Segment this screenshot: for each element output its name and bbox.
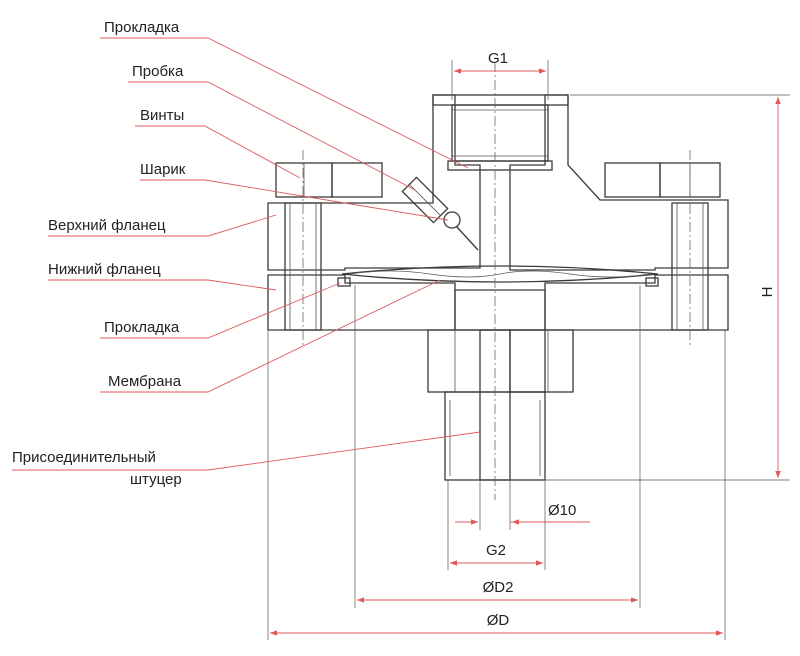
label-screws: Винты (140, 107, 184, 124)
leader-lines (12, 37, 481, 471)
top-port (432, 94, 569, 162)
fill-plug (401, 176, 479, 251)
label-fitting-line1: Присоединительный (12, 449, 156, 466)
label-membrane: Мембрана (108, 373, 182, 390)
bottom-gasket (337, 277, 659, 287)
center-axis (302, 62, 691, 500)
dim-g1: G1 (488, 50, 508, 67)
upper-flange (267, 94, 729, 271)
label-gasket-bottom: Прокладка (104, 319, 180, 336)
label-gasket-top: Прокладка (104, 19, 180, 36)
label-fitting-line2: штуцер (130, 471, 182, 488)
dim-h: H (759, 287, 776, 298)
label-lower-flange: Нижний фланец (48, 261, 161, 278)
lower-flange (267, 274, 729, 331)
dim-d: ØD (487, 612, 510, 629)
dim-d10: Ø10 (548, 502, 576, 519)
label-plug: Пробка (132, 63, 184, 80)
dim-d2: ØD2 (483, 579, 514, 596)
hex-nut (427, 329, 574, 393)
membrane (341, 265, 659, 283)
dim-g2: G2 (486, 542, 506, 559)
label-upper-flange: Верхний фланец (48, 217, 166, 234)
bolts (275, 162, 721, 331)
label-ball: Шарик (140, 161, 186, 178)
dimension-lines (267, 60, 790, 640)
top-gasket (447, 160, 553, 171)
